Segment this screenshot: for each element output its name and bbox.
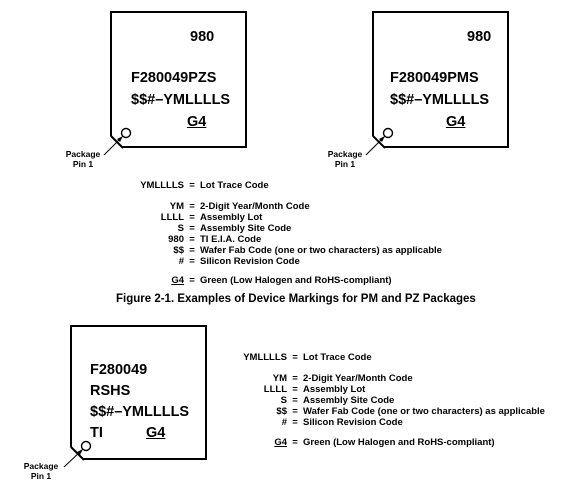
chip-pm-lot-code: $$#–YMLLLLS [390, 92, 490, 108]
chip-pz-pin-arrow-icon [117, 136, 123, 142]
legend-key: $$ [173, 245, 184, 256]
legend-equals: = [292, 437, 298, 448]
chip-rsh-corner-edge [70, 446, 85, 461]
chip-pm-package: 980 F280049PMS $$#–YMLLLLS G4 [372, 11, 509, 148]
legend-value: Wafer Fab Code (one or two characters) a… [303, 406, 545, 417]
figure1-legend: YMLLLLS = Lot Trace Code YM = 2-Digit Ye… [100, 180, 570, 290]
legend-key: 980 [168, 234, 184, 245]
legend-key: YMLLLLS [243, 352, 287, 363]
legend-equals: = [292, 384, 298, 395]
chip-pm-eia-code: 980 [467, 29, 492, 45]
chip-pz-eia-code: 980 [190, 29, 215, 45]
chip-pm-part-number: F280049PMS [390, 70, 479, 86]
legend-value: 2-Digit Year/Month Code [200, 201, 310, 212]
legend-value: Silicon Revision Code [303, 417, 403, 428]
figure2-legend: YMLLLLS = Lot Trace Code YM = 2-Digit Ye… [210, 352, 580, 452]
legend-key: G4 [171, 275, 184, 286]
legend-key: YM [272, 373, 287, 384]
chip-rsh-pin-label: Package Pin 1 [18, 461, 64, 481]
pin-label-line1: Package [65, 149, 101, 159]
legend-equals: = [189, 275, 195, 286]
legend-value: Silicon Revision Code [200, 256, 300, 267]
chip-rsh-part-number: F280049 [90, 362, 148, 378]
legend-key: S [280, 395, 287, 406]
legend-value: Assembly Site Code [200, 223, 292, 234]
legend-key: LLLL [263, 384, 287, 395]
chip-rsh-lot-code: $$#–YMLLLLS [90, 404, 190, 420]
legend-equals: = [189, 223, 195, 234]
legend-value: Assembly Lot [200, 212, 263, 223]
chip-pm-green-code: G4 [446, 114, 466, 130]
legend-equals: = [189, 180, 195, 191]
chip-rsh-pin-arrow-icon [77, 449, 83, 455]
chip-pz-pin-label: Package Pin 1 [60, 149, 106, 169]
chip-pm-pin-arrow-icon [379, 136, 385, 142]
legend-equals: = [292, 395, 298, 406]
legend-key: LLLL [160, 212, 184, 223]
legend-key: YM [169, 201, 184, 212]
chip-rsh-pin1-icon [80, 440, 92, 452]
pin-label-line2: Pin 1 [30, 471, 52, 481]
chip-pm-pin1-icon [382, 127, 394, 139]
pin-label-line2: Pin 1 [334, 159, 356, 169]
figure1-caption: Figure 2-1. Examples of Device Markings … [116, 293, 476, 305]
legend-equals: = [292, 406, 298, 417]
legend-equals: = [189, 201, 195, 212]
legend-value: Lot Trace Code [303, 352, 372, 363]
legend-value: Assembly Site Code [303, 395, 395, 406]
legend-equals: = [189, 256, 195, 267]
legend-key: # [178, 256, 184, 267]
legend-key: G4 [274, 437, 287, 448]
legend-equals: = [292, 373, 298, 384]
pin-label-line1: Package [327, 149, 363, 159]
chip-rsh-package: F280049 RSHS $$#–YMLLLLS TI G4 [70, 325, 207, 460]
chip-pz-green-code: G4 [187, 114, 207, 130]
legend-equals: = [189, 212, 195, 223]
chip-rsh-ti-logo: TI [90, 425, 103, 441]
legend-key: # [281, 417, 287, 428]
legend-value: Lot Trace Code [200, 180, 269, 191]
chip-rsh-package-code: RSHS [90, 383, 131, 399]
legend-key: S [177, 223, 184, 234]
pin-label-line1: Package [23, 461, 59, 471]
legend-equals: = [189, 234, 195, 245]
chip-rsh-green-code: G4 [146, 425, 166, 441]
legend-value: TI E.I.A. Code [200, 234, 262, 245]
legend-equals: = [292, 417, 298, 428]
legend-key: $$ [276, 406, 287, 417]
pin-label-line2: Pin 1 [72, 159, 94, 169]
legend-value: Assembly Lot [303, 384, 366, 395]
legend-equals: = [189, 245, 195, 256]
legend-value: Green (Low Halogen and RoHS-compliant) [303, 437, 495, 448]
chip-pm-pin-label: Package Pin 1 [322, 149, 368, 169]
legend-value: 2-Digit Year/Month Code [303, 373, 413, 384]
chip-pz-part-number: F280049PZS [131, 70, 217, 86]
legend-key: YMLLLLS [140, 180, 184, 191]
chip-pz-lot-code: $$#–YMLLLLS [131, 92, 231, 108]
legend-equals: = [292, 352, 298, 363]
chip-pz-pin1-icon [120, 127, 132, 139]
legend-value: Green (Low Halogen and RoHS-compliant) [200, 275, 392, 286]
legend-value: Wafer Fab Code (one or two characters) a… [200, 245, 442, 256]
chip-pz-package: 980 F280049PZS $$#–YMLLLLS G4 [110, 11, 247, 148]
